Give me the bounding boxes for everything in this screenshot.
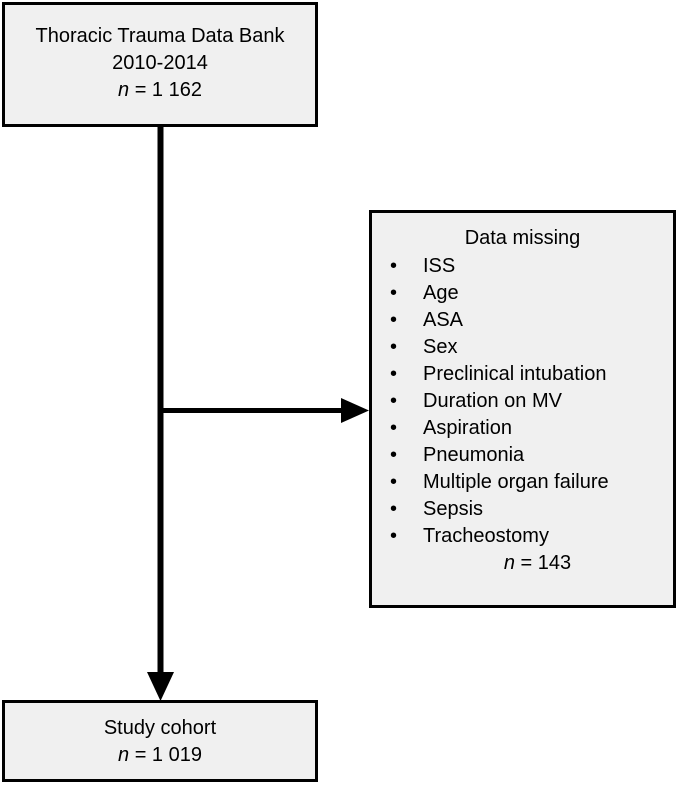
excluded-n-value: = 143 (514, 552, 572, 574)
list-item-label: ASA (423, 309, 464, 331)
bullet-icon: • (390, 255, 398, 277)
list-item-label: Age (423, 282, 459, 304)
list-item-label: Preclinical intubation (423, 363, 607, 385)
source-n-symbol: n (118, 79, 130, 101)
bullet-icon: • (390, 363, 398, 385)
cohort-n-symbol: n (118, 744, 130, 766)
cohort-count: n = 1 019 (5, 742, 315, 769)
source-period: 2010-2014 (112, 52, 208, 74)
bullet-icon: • (390, 498, 398, 520)
bullet-icon: • (390, 336, 398, 358)
list-item-label: Multiple organ failure (423, 471, 609, 493)
source-title: Thoracic Trauma Data Bank (35, 25, 285, 47)
source-data-box: Thoracic Trauma Data Bank 2010-2014 n = … (2, 2, 318, 127)
bullet-icon: • (390, 282, 398, 304)
bullet-icon: • (390, 444, 398, 466)
bullet-icon: • (390, 525, 398, 547)
list-item: • ISS (382, 253, 663, 280)
bullet-icon: • (390, 390, 398, 412)
connector-source-to-excluded-arrowhead (341, 398, 369, 423)
excluded-items-list: • ISS • Age • ASA • Sex • Preclinical intubat… (382, 253, 663, 550)
cohort-box: Study cohort n = 1 019 (2, 700, 318, 782)
list-item: • Preclinical intubation (382, 361, 663, 388)
list-item: • Sepsis (382, 496, 663, 523)
list-item-label: Aspiration (423, 417, 512, 439)
list-item-label: Sepsis (423, 498, 484, 520)
list-item-label: Sex (423, 336, 458, 358)
excluded-n-symbol: n (503, 552, 515, 574)
cohort-title: Study cohort (103, 717, 217, 739)
list-item-label: Pneumonia (423, 444, 525, 466)
list-item-label: Tracheostomy (423, 525, 549, 547)
source-n-value: = 1 162 (129, 79, 202, 101)
list-item: • Tracheostomy (382, 523, 663, 550)
bullet-icon: • (390, 417, 398, 439)
excluded-title: Data missing (464, 227, 581, 249)
connector-source-to-cohort-arrowhead (147, 672, 174, 701)
list-item: • Aspiration (382, 415, 663, 442)
list-item: • Multiple organ failure (382, 469, 663, 496)
list-item: • Pneumonia (382, 442, 663, 469)
excluded-count: n = 143 (382, 550, 663, 577)
list-item: • ASA (382, 307, 663, 334)
bullet-icon: • (390, 471, 398, 493)
list-item: • Duration on MV (382, 388, 663, 415)
list-item-label: Duration on MV (423, 390, 562, 412)
list-item-label: ISS (423, 255, 456, 277)
source-count: n = 1 162 (5, 77, 315, 104)
bullet-icon: • (390, 309, 398, 331)
list-item: • Sex (382, 334, 663, 361)
list-item: • Age (382, 280, 663, 307)
cohort-n-value: = 1 019 (129, 744, 202, 766)
excluded-data-box: Data missing • ISS • Age • ASA • Sex • Precli… (369, 210, 676, 608)
